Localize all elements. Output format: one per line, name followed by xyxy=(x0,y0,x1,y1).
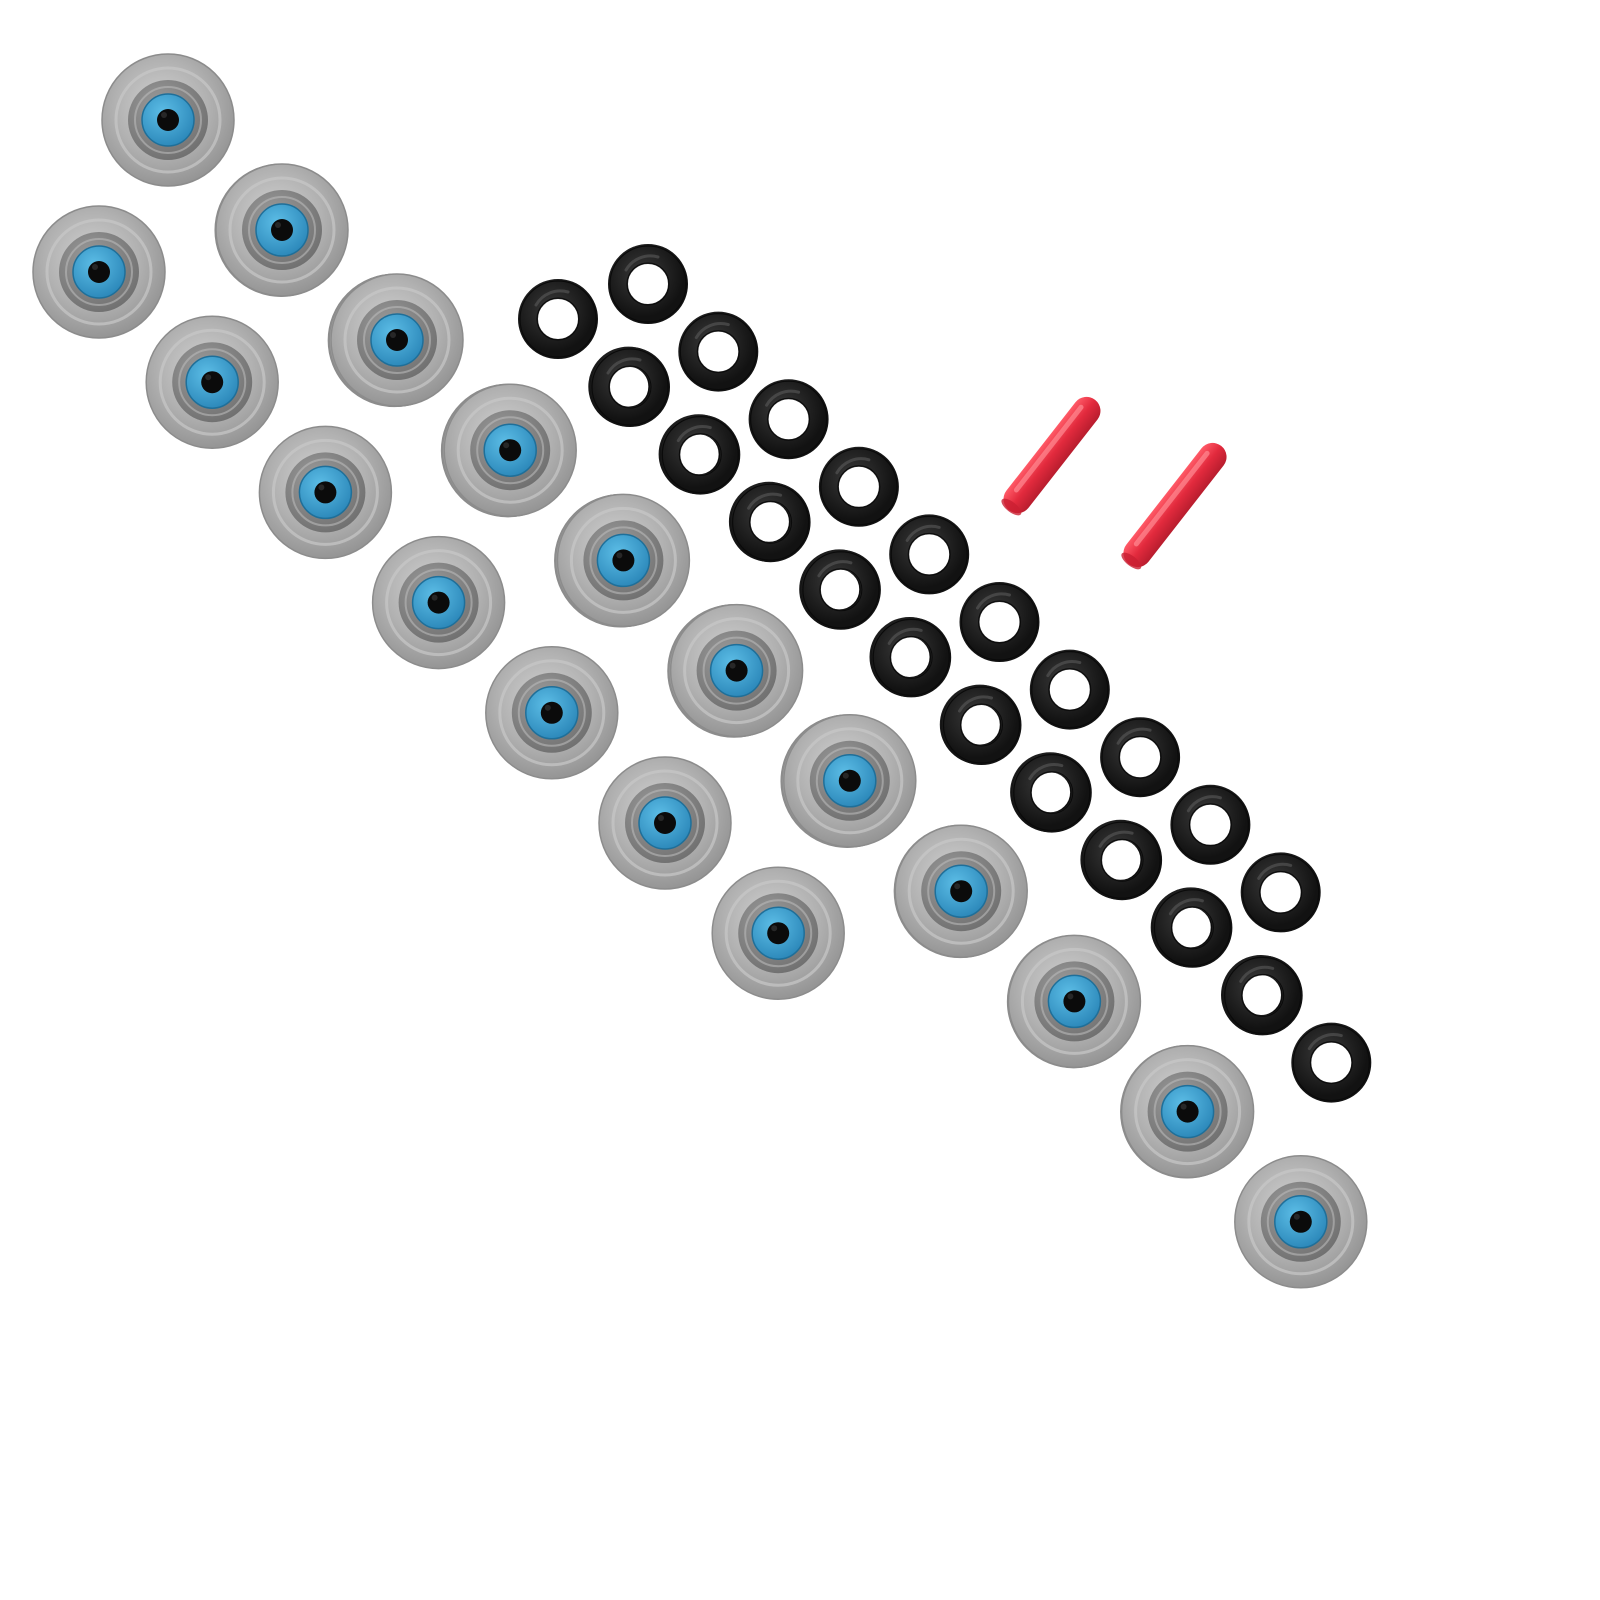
o-ring xyxy=(1170,784,1251,865)
o-ring xyxy=(1152,887,1233,968)
o-ring xyxy=(678,311,759,392)
valve-stem-seal xyxy=(330,273,464,407)
valve-stem-seal xyxy=(1120,1044,1255,1179)
red-sleeves-group xyxy=(1001,396,1227,570)
valve-stem-seal xyxy=(598,756,732,890)
valve-stem-seal xyxy=(371,535,506,670)
valve-stem-seal xyxy=(101,53,235,187)
valve-stem-seal xyxy=(783,714,917,848)
o-ring xyxy=(889,514,970,595)
o-ring xyxy=(608,244,688,324)
valve-stem-seal xyxy=(485,646,619,780)
o-ring xyxy=(1029,649,1110,730)
valve-stem-seal xyxy=(145,315,279,449)
o-rings-group xyxy=(518,244,1372,1103)
o-ring xyxy=(959,582,1040,662)
valve-stem-seal xyxy=(669,603,804,738)
o-ring xyxy=(748,379,829,460)
valve-stem-seal xyxy=(1234,1155,1368,1289)
valve-stem-seal xyxy=(443,383,577,517)
o-ring xyxy=(1100,717,1181,798)
o-ring xyxy=(1240,852,1321,933)
valve-stem-seal xyxy=(711,866,845,1000)
valve-stem-seal xyxy=(32,205,166,339)
o-ring xyxy=(800,549,881,630)
valve-stem-seal xyxy=(556,493,691,628)
valve-stem-seals-group xyxy=(32,53,1368,1289)
red-installation-sleeve xyxy=(1121,442,1227,570)
o-ring xyxy=(818,446,899,527)
o-ring xyxy=(518,279,598,359)
o-ring xyxy=(1291,1022,1372,1103)
valve-stem-seal xyxy=(215,163,349,297)
valve-stem-seal xyxy=(258,425,393,560)
o-ring xyxy=(871,617,952,698)
valve-stem-seal xyxy=(894,824,1028,958)
o-ring xyxy=(1222,955,1303,1036)
red-installation-sleeve xyxy=(1001,396,1101,516)
o-ring xyxy=(590,347,670,427)
valve-stem-seal xyxy=(1007,934,1142,1069)
o-ring xyxy=(1011,752,1092,833)
o-ring xyxy=(941,685,1022,765)
o-ring xyxy=(730,482,811,563)
o-ring xyxy=(1082,820,1163,901)
o-ring xyxy=(660,414,741,495)
